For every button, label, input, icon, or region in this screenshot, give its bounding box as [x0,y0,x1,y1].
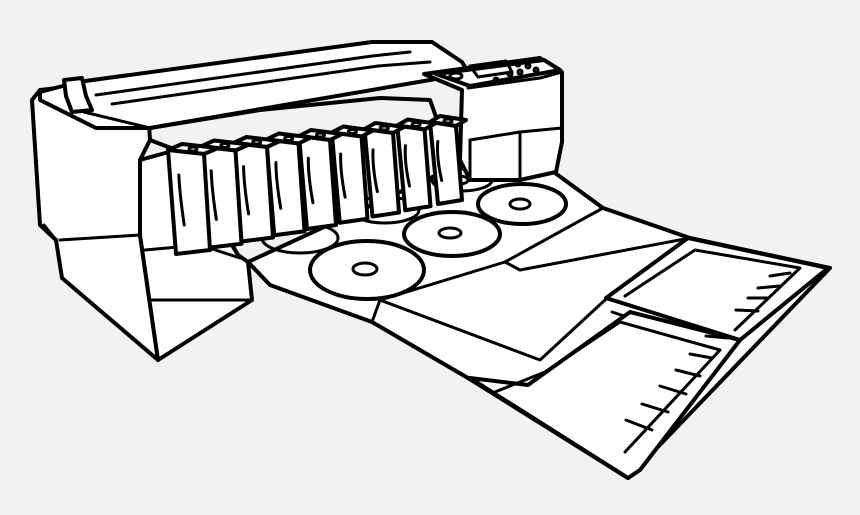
disc [308,239,426,301]
disc [402,210,502,258]
control-panel [434,58,562,88]
ink-cartridge [264,131,313,238]
ruler-ticks [624,271,792,432]
ink-cartridge [428,114,468,206]
ink-cartridge [297,128,344,231]
ink-cartridge [166,142,220,256]
disc [476,182,568,226]
ink-cartridge [362,121,406,219]
paper-guide [468,236,830,480]
ink-cartridge [395,117,437,213]
printer-body [30,40,564,362]
ink-cartridge [329,124,375,225]
ink-cartridges [166,114,468,256]
